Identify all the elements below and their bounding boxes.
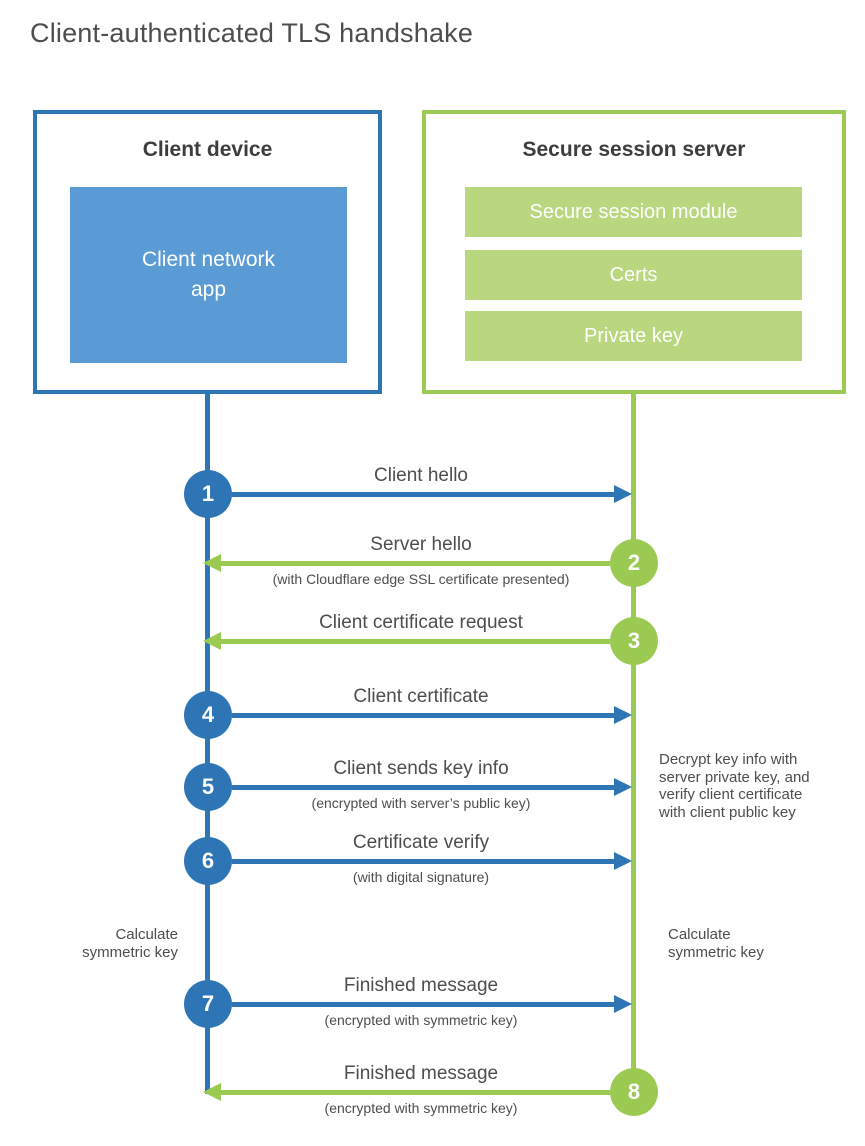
- step-6-label: Certificate verify: [352, 832, 490, 853]
- step-4-arrow-head: [614, 706, 632, 724]
- step-8-label: Finished message: [343, 1063, 499, 1084]
- secure-session-module-bar: Secure session module: [465, 187, 802, 237]
- step-7-label: Finished message: [343, 975, 499, 996]
- step-1-arrow-line: [232, 492, 614, 497]
- step-7-arrow-head: [614, 995, 632, 1013]
- step-5-arrow-line: [232, 785, 614, 790]
- secure-session-server-box: Secure session server Secure session mod…: [422, 110, 846, 394]
- client-calculate-note: Calculate symmetric key: [82, 926, 178, 961]
- step-2-arrow-head: [203, 554, 221, 572]
- page-title: Client-authenticated TLS handshake: [30, 18, 474, 48]
- step-8-sublabel: (encrypted with symmetric key): [324, 1100, 518, 1116]
- step-6-arrow-line: [232, 859, 614, 864]
- step-8-arrow-line: [221, 1090, 610, 1095]
- server-decrypt-note: Decrypt key info with server private key…: [659, 751, 810, 821]
- step-5-label: Client sends key info: [333, 758, 509, 779]
- step-5-arrow-head: [614, 778, 632, 796]
- step-2-circle: 2: [610, 539, 658, 587]
- client-device-box: Client device Client network app: [33, 110, 382, 394]
- client-device-title: Client device: [142, 138, 273, 161]
- secure-session-server-title: Secure session server: [522, 138, 746, 161]
- step-6-arrow-head: [614, 852, 632, 870]
- step-5-circle: 5: [184, 763, 232, 811]
- step-6-sublabel: (with digital signature): [352, 869, 490, 885]
- step-3-circle: 3: [610, 617, 658, 665]
- step-2-sublabel: (with Cloudflare edge SSL certificate pr…: [272, 571, 570, 587]
- step-6-circle: 6: [184, 837, 232, 885]
- step-2-label: Server hello: [370, 534, 472, 555]
- step-4-arrow-line: [232, 713, 614, 718]
- private-key-bar: Private key: [465, 311, 802, 361]
- step-3-label: Client certificate request: [319, 612, 523, 633]
- step-8-circle: 8: [610, 1068, 658, 1116]
- client-lifeline: [205, 394, 210, 1094]
- step-7-circle: 7: [184, 980, 232, 1028]
- server-lifeline: [631, 394, 636, 1094]
- step-7-sublabel: (encrypted with symmetric key): [324, 1012, 518, 1028]
- server-calculate-note: Calculate symmetric key: [668, 926, 764, 961]
- step-3-arrow-head: [203, 632, 221, 650]
- step-5-sublabel: (encrypted with server’s public key): [311, 795, 531, 811]
- step-1-label: Client hello: [374, 465, 468, 486]
- step-8-arrow-head: [203, 1083, 221, 1101]
- step-1-arrow-head: [614, 485, 632, 503]
- step-4-circle: 4: [184, 691, 232, 739]
- step-3-arrow-line: [221, 639, 610, 644]
- step-2-arrow-line: [221, 561, 610, 566]
- client-network-app-box: Client network app: [70, 187, 347, 363]
- certs-bar: Certs: [465, 250, 802, 300]
- step-4-label: Client certificate: [353, 686, 489, 707]
- step-1-circle: 1: [184, 470, 232, 518]
- step-7-arrow-line: [232, 1002, 614, 1007]
